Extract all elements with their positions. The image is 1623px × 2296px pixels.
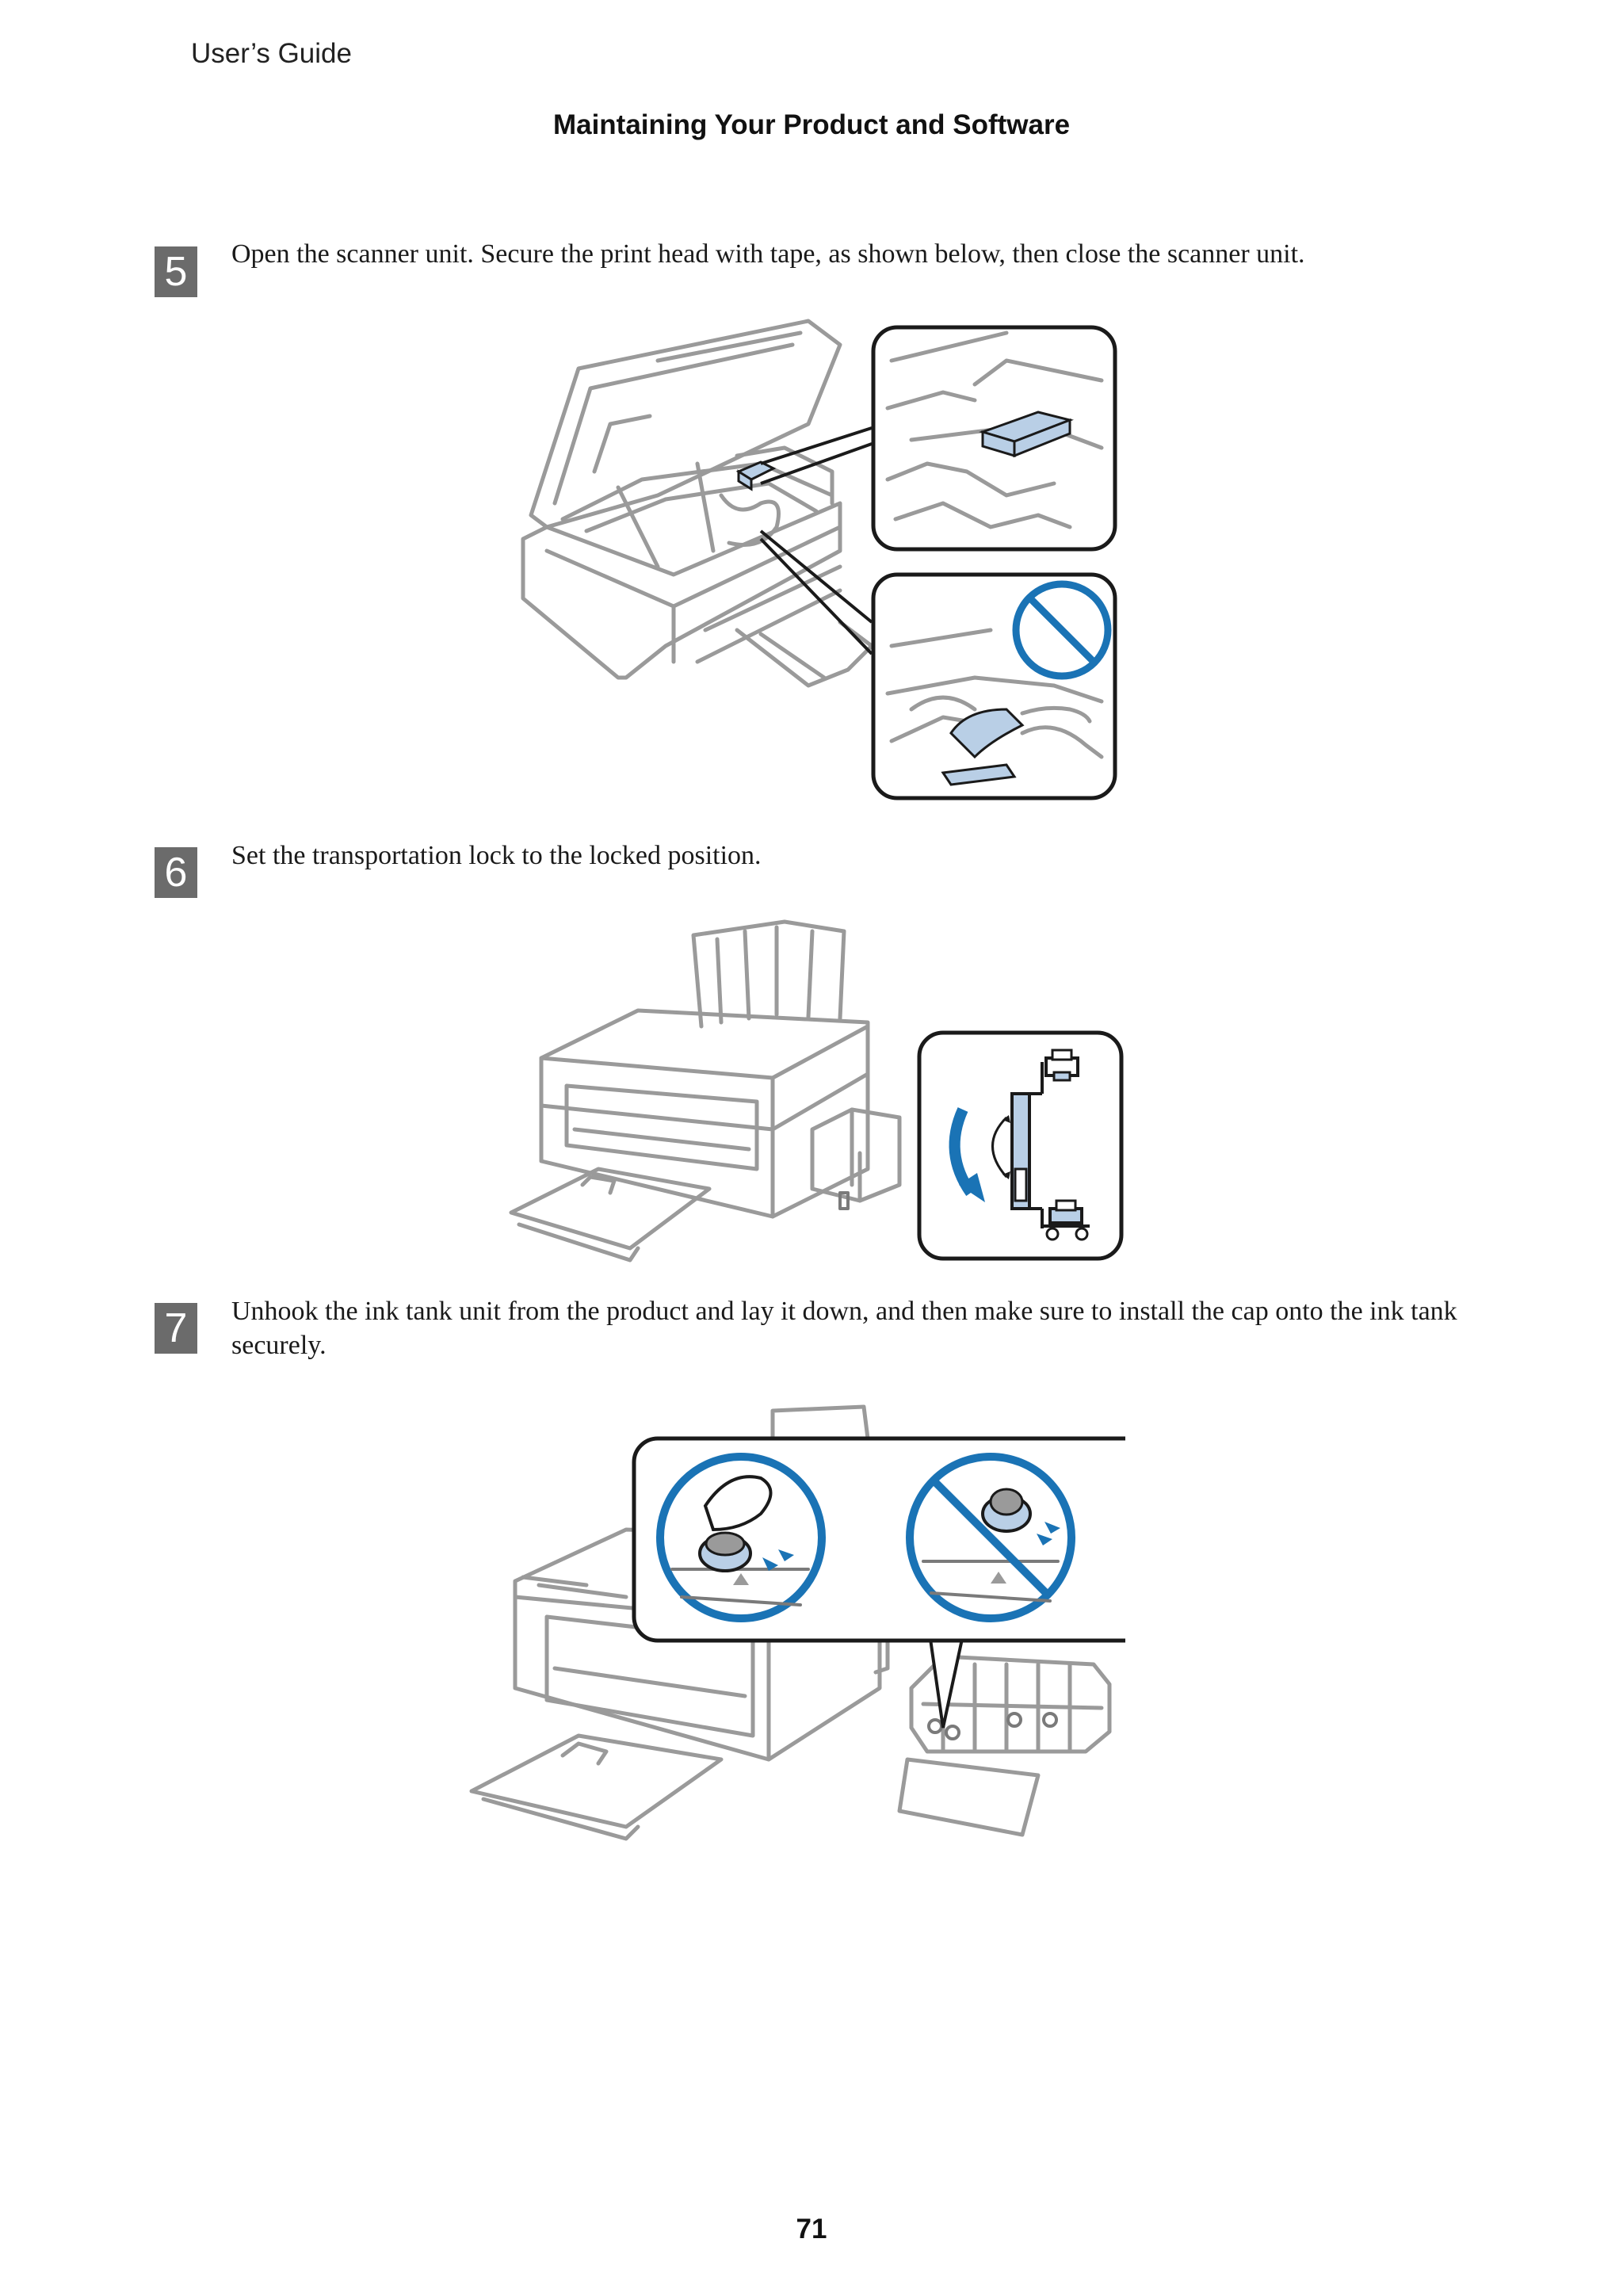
prohibited-icon (1012, 580, 1112, 680)
step-5-badge: 5 (155, 246, 197, 297)
prohibited-icon (930, 1477, 1051, 1598)
step-7-badge: 7 (155, 1303, 197, 1354)
cap-installed-correct (656, 1453, 826, 1622)
step-6-text: Set the transportation lock to the locke… (231, 841, 762, 870)
figure-secure-print-head (499, 313, 1125, 804)
step-7-text: Unhook the ink tank unit from the produc… (231, 1297, 1457, 1360)
running-header-section-title: Maintaining Your Product and Software (552, 109, 1071, 140)
step-5-text: Open the scanner unit. Secure the print … (231, 239, 1305, 269)
printer-icon (1044, 1049, 1079, 1082)
callout-incorrect-frame (871, 572, 1117, 800)
transport-lock-switch (991, 1062, 1044, 1228)
figure-transportation-lock (495, 915, 1129, 1264)
cap-installed-incorrect (906, 1453, 1075, 1622)
page-number: 71 (796, 2214, 827, 2244)
printer-cart-icon (1044, 1199, 1090, 1241)
step-6-badge: 6 (155, 847, 197, 898)
rotate-arrow-icon (949, 1107, 985, 1202)
running-header-guide-title: User’s Guide (191, 38, 352, 69)
figure-install-ink-cap (468, 1403, 1125, 1847)
